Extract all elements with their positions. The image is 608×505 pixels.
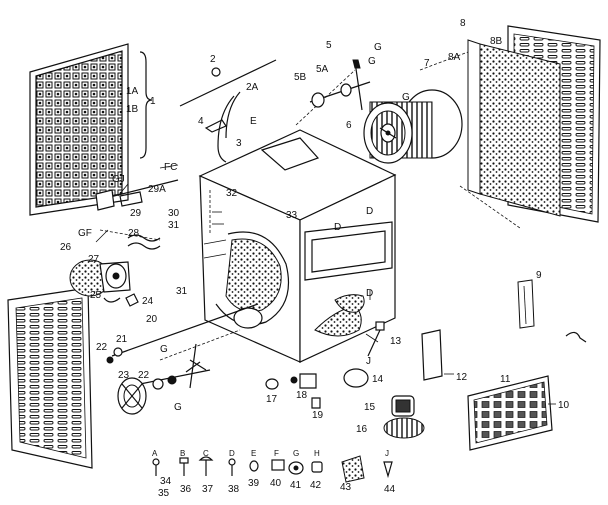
water-distributor-tube [179, 59, 277, 163]
label-GJ: GJ [112, 174, 125, 185]
label-D3: D [366, 288, 373, 299]
label-12: 12 [456, 372, 468, 383]
left-filter-panel [29, 43, 153, 216]
label-FC: FC [164, 162, 177, 173]
label-5: 5 [326, 40, 332, 51]
label-5A: 5A [316, 64, 329, 75]
label-24: 24 [142, 296, 154, 307]
hardware-36: 36 [180, 484, 192, 495]
label-17: 17 [266, 394, 278, 405]
label-5B: 5B [294, 72, 307, 83]
hardware-C: C [203, 449, 209, 458]
label-30: 30 [168, 208, 180, 219]
hardware-34: 34 [160, 476, 172, 487]
label-G4: G [160, 344, 168, 355]
float-and-fittings [265, 321, 385, 409]
label-19: 19 [312, 410, 324, 421]
hardware-43: 43 [340, 482, 352, 493]
motor-assembly [69, 179, 179, 307]
pump-motor [383, 395, 425, 439]
label-G5: G [174, 402, 182, 413]
label-16: 16 [356, 424, 368, 435]
label-21: 21 [116, 334, 128, 345]
label-31a: 31 [168, 220, 180, 231]
label-GF: GF [78, 228, 92, 239]
hardware-38: 38 [228, 484, 240, 495]
label-11: 11 [500, 374, 511, 385]
label-3: 3 [236, 138, 242, 149]
label-18: 18 [296, 390, 308, 401]
hardware-D: D [229, 449, 235, 458]
label-31b: 31 [176, 286, 188, 297]
label-J: J [366, 356, 371, 367]
label-33: 33 [286, 210, 298, 221]
label-G1: G [374, 42, 382, 53]
label-D1: D [366, 206, 373, 217]
rear-pad-frame [419, 25, 601, 229]
label-E: E [250, 116, 257, 127]
label-13: 13 [390, 336, 402, 347]
front-louver-panel [7, 287, 93, 469]
label-15: 15 [364, 402, 376, 413]
label-8A: 8A [448, 52, 461, 63]
label-14: 14 [372, 374, 384, 385]
label-2A: 2A [246, 82, 259, 93]
hardware-A: A [152, 449, 158, 458]
label-27: 27 [88, 254, 100, 265]
label-25: 25 [90, 290, 102, 301]
label-G2: G [368, 56, 376, 67]
label-9: 9 [536, 270, 542, 281]
hardware-J: J [385, 449, 389, 458]
hardware-44: 44 [384, 484, 396, 495]
label-7: 7 [424, 58, 430, 69]
side-brackets [421, 279, 587, 381]
part-labels: 1 1A 1B 2 2A 3 4 5 5A 5B G G G 6 7 8 8A … [60, 18, 570, 499]
blower-wheel [363, 89, 463, 164]
hardware-41: 41 [290, 480, 302, 491]
label-22b: 22 [138, 370, 150, 381]
label-26: 26 [60, 242, 72, 253]
label-32: 32 [226, 188, 238, 199]
label-2: 2 [210, 54, 216, 65]
hardware-G: G [293, 449, 299, 458]
label-8: 8 [460, 18, 466, 29]
hardware-40: 40 [270, 478, 282, 489]
label-29: 29 [130, 208, 142, 219]
cabinet-housing [198, 129, 397, 363]
label-20: 20 [146, 314, 158, 325]
label-G3: G [402, 92, 410, 103]
label-6: 6 [346, 120, 352, 131]
hardware-39: 39 [248, 478, 260, 489]
leader-lines [95, 164, 556, 405]
label-4: 4 [198, 116, 204, 127]
label-29A: 29A [148, 184, 166, 195]
hardware-37: 37 [202, 484, 214, 495]
hardware-row [152, 455, 393, 483]
label-D2: D [334, 222, 341, 233]
hardware-F: F [274, 449, 279, 458]
blower-shaft-assembly [295, 59, 371, 126]
label-23: 23 [118, 370, 130, 381]
hardware-42: 42 [310, 480, 322, 491]
front-grille [467, 375, 553, 451]
label-22a: 22 [96, 342, 108, 353]
label-1: 1 [150, 96, 156, 107]
pump-shaft [106, 303, 259, 415]
label-28: 28 [128, 228, 140, 239]
label-8B: 8B [490, 36, 503, 47]
label-10: 10 [558, 400, 570, 411]
hardware-E: E [251, 449, 256, 458]
hardware-H: H [314, 449, 320, 458]
hardware-35: 35 [158, 488, 170, 499]
label-1B: 1B [126, 104, 139, 115]
hardware-B: B [180, 449, 185, 458]
label-1A: 1A [126, 86, 139, 97]
